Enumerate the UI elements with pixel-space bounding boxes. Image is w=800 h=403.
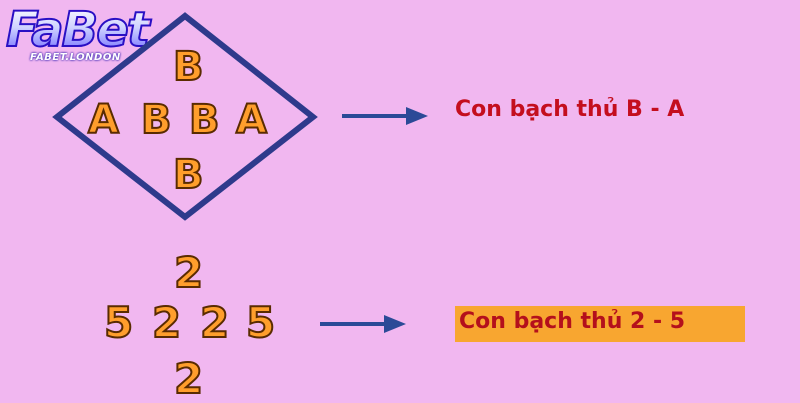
- letter-row-3: B: [188, 97, 220, 143]
- diamond-outline: [52, 12, 318, 221]
- letter-row-4: A: [235, 97, 268, 143]
- digit-row-1: 5: [103, 298, 134, 347]
- fabet-logo: FaBet FABET.LONDON: [5, 2, 166, 72]
- arrow-bottom: [320, 315, 406, 333]
- digit-top: 2: [173, 248, 204, 297]
- logo-domain-text: FABET.LONDON: [30, 52, 121, 63]
- digit-row-2: 2: [151, 298, 182, 347]
- digit-row-4: 5: [245, 298, 276, 347]
- result-label-top: Con bạch thủ B - A: [455, 97, 685, 122]
- result-label-highlight: [455, 306, 745, 342]
- letter-bottom: B: [172, 152, 204, 198]
- result-label-bottom: Con bạch thủ 2 - 5: [459, 309, 686, 334]
- digit-bottom: 2: [173, 354, 204, 403]
- digit-row-3: 2: [199, 298, 230, 347]
- letter-top: B: [172, 44, 204, 90]
- arrow-top: [342, 107, 428, 125]
- logo-brand-text: FaBet: [5, 2, 151, 58]
- letter-row-1: A: [87, 97, 120, 143]
- letter-row-2: B: [140, 97, 172, 143]
